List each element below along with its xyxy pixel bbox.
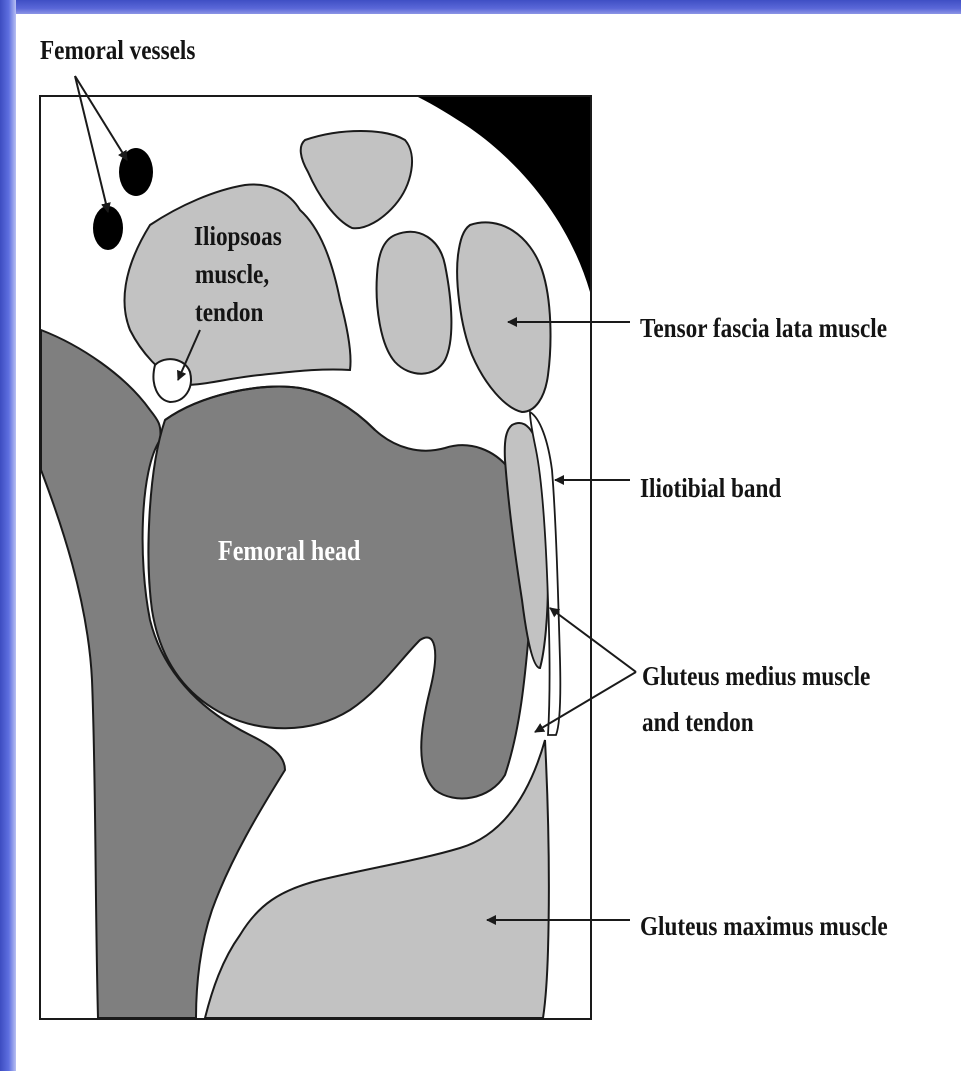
label-gluteus-medius-line1: Gluteus medius muscle bbox=[642, 658, 870, 694]
label-tensor-fascia-lata: Tensor fascia lata muscle bbox=[640, 310, 887, 346]
label-femoral-vessels: Femoral vessels bbox=[40, 32, 195, 68]
femoral-vessel-lower bbox=[93, 206, 123, 250]
rectus-femoris-region bbox=[377, 232, 452, 374]
label-iliopsoas-line3: tendon bbox=[195, 294, 263, 330]
label-gluteus-maximus: Gluteus maximus muscle bbox=[640, 908, 888, 944]
label-femoral-head: Femoral head bbox=[218, 534, 360, 570]
label-iliopsoas-line2: muscle, bbox=[195, 256, 269, 292]
label-gluteus-medius-line2: and tendon bbox=[642, 704, 754, 740]
label-iliotibial-band: Iliotibial band bbox=[640, 470, 781, 506]
label-iliopsoas-line1: Iliopsoas bbox=[194, 218, 282, 254]
